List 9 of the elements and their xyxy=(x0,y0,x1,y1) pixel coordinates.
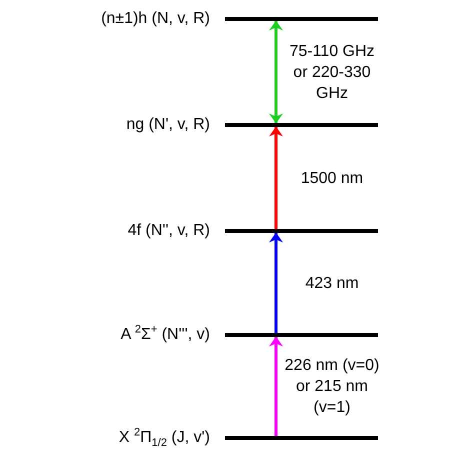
state-label: A $^{2}$Σ$^{+}$ (N''', v) xyxy=(120,325,210,345)
transition-arrow xyxy=(269,336,283,436)
state-label: 4f (N'', v, R) xyxy=(128,221,210,241)
transition-arrow xyxy=(269,126,283,229)
transition-arrow xyxy=(269,20,283,124)
state-label: X $^{2}$Π$_{1/2}$ (J, v') xyxy=(118,428,210,448)
transition-arrow xyxy=(269,232,283,333)
state-label: ng (N', v, R) xyxy=(126,115,210,135)
state-label: (n±1)h (N, v, R) xyxy=(101,9,210,29)
